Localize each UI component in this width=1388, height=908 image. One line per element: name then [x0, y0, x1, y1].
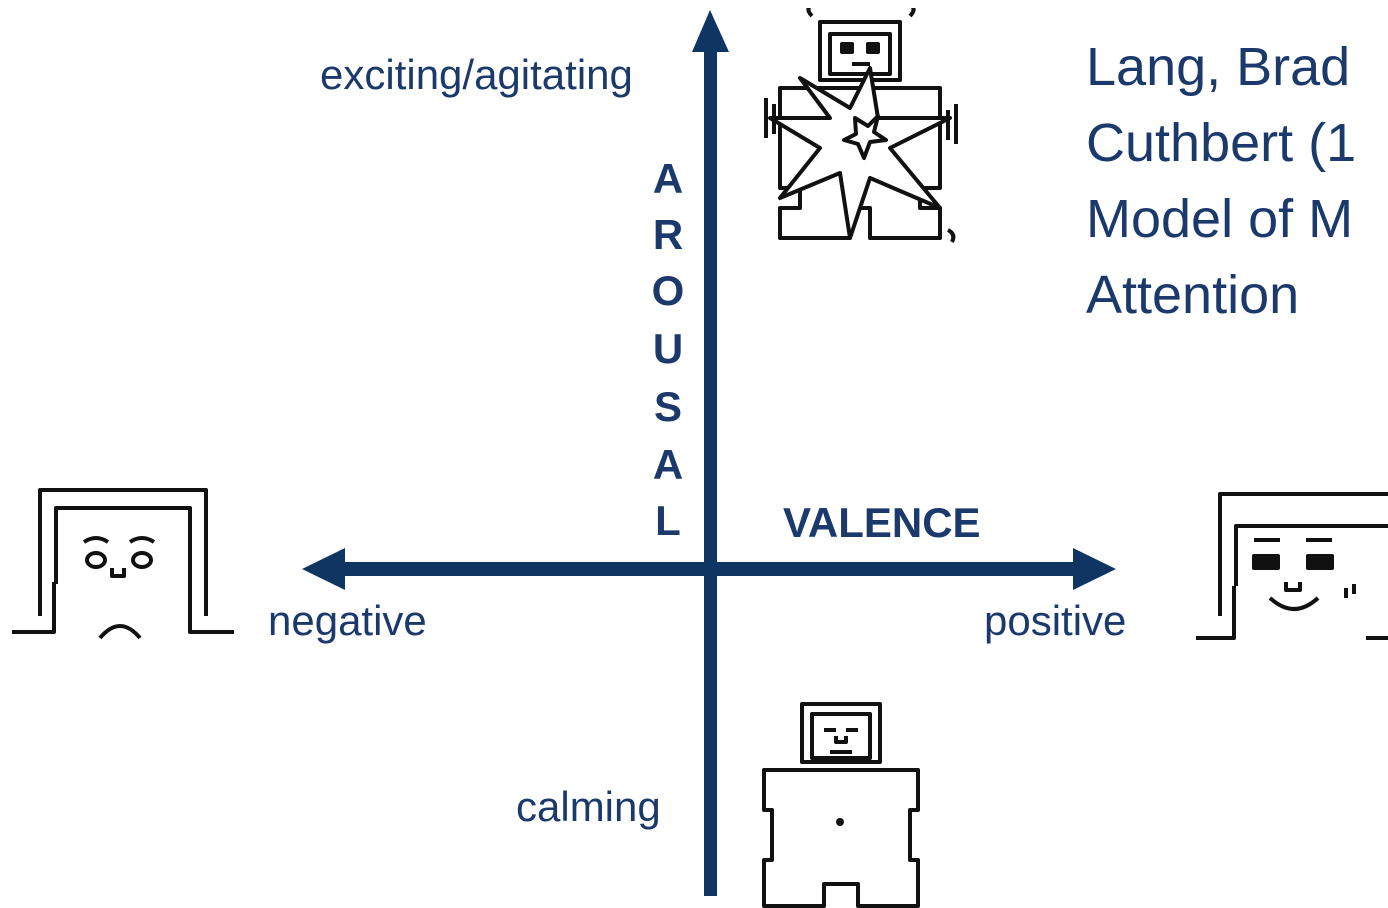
arousal-letter: R — [652, 211, 684, 258]
left-label: negative — [268, 597, 427, 644]
arousal-arrowhead — [692, 10, 729, 52]
calm-figure — [762, 702, 920, 908]
bottom-label: calming — [516, 783, 661, 830]
title-line-4: Attention — [1086, 265, 1300, 325]
arousal-letter: A — [652, 155, 684, 202]
happy-face-figure — [1196, 492, 1388, 640]
arousal-letter: O — [651, 267, 685, 314]
arousal-letter: L — [655, 497, 681, 544]
top-label: exciting/agitating — [320, 51, 633, 98]
sad-face-figure — [12, 488, 234, 640]
right-label: positive — [984, 597, 1127, 644]
arousal-letter: S — [653, 383, 682, 430]
valence-arrowhead-right — [1073, 548, 1116, 590]
arousal-axis — [704, 46, 717, 896]
title-line-3: Model of M — [1086, 189, 1354, 249]
valence-arrowhead-left — [302, 548, 345, 590]
title-line-2: Cuthbert (1 — [1086, 113, 1357, 173]
valence-label: VALENCE — [783, 499, 981, 546]
title-line-1: Lang, Brad — [1086, 37, 1351, 97]
arousal-letter: A — [652, 441, 684, 488]
arousal-letter: U — [652, 325, 684, 372]
agitated-figure — [764, 8, 958, 243]
valence-axis — [340, 562, 1080, 576]
